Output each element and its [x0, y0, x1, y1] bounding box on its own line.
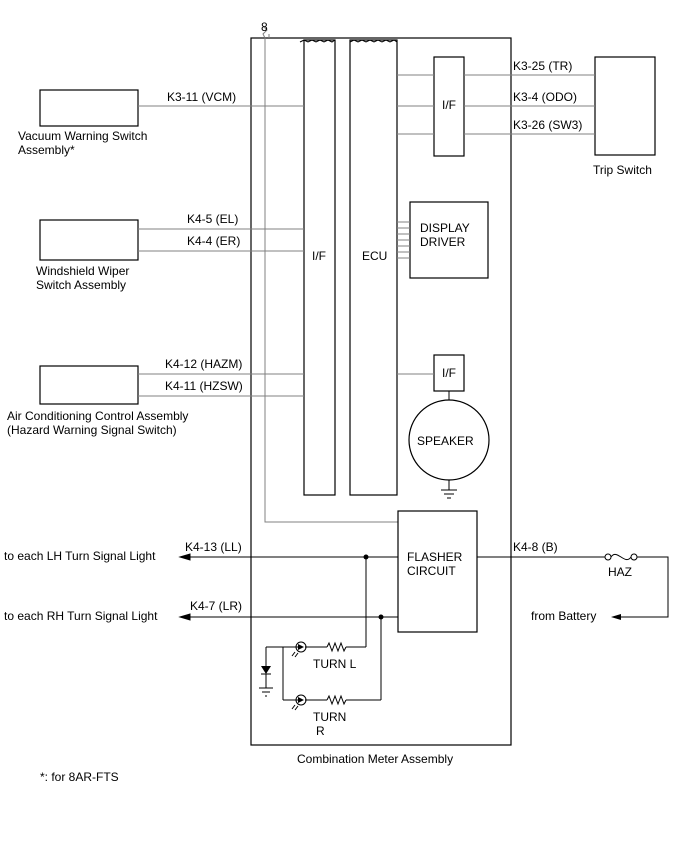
if-main-top-break: [299, 39, 336, 43]
trip-switch-box: [594, 56, 656, 156]
ll-arrow: [178, 553, 191, 561]
pin-8-label: 8: [261, 20, 268, 34]
odo-connector-label: K3-4 (ODO): [513, 90, 577, 104]
er-connector-label: K4-4 (ER): [187, 234, 240, 248]
speaker-label: SPEAKER: [417, 434, 474, 448]
ac-control-assembly-label-1: Air Conditioning Control Assembly: [7, 409, 188, 423]
vacuum-warning-switch-box: [39, 89, 139, 127]
if-speaker-label: I/F: [442, 366, 456, 380]
if-main-label: I/F: [312, 249, 326, 263]
display-driver-bus: [397, 221, 410, 259]
turn-r-resistor-icon: [326, 694, 347, 706]
b-connector-label: K4-8 (B): [513, 540, 558, 554]
windshield-wiper-switch-label-2: Switch Assembly: [36, 278, 126, 292]
ac-control-assembly-label-2: (Hazard Warning Signal Switch): [7, 423, 177, 437]
hzsw-connector-label: K4-11 (HZSW): [165, 379, 243, 393]
if-speaker-block: [433, 354, 465, 392]
turn-r-label-2: R: [316, 724, 325, 738]
combination-meter-enclosure: [250, 37, 512, 746]
turn-l-resistor-icon: [326, 641, 347, 653]
ac-control-assembly-box: [39, 365, 139, 405]
haz-fuse-label: HAZ: [608, 565, 632, 579]
display-driver-label-1: DISPLAY: [420, 221, 470, 235]
turn-l-label: TURN L: [313, 657, 357, 671]
lr-connector-label: K4-7 (LR): [190, 599, 242, 613]
tr-connector-label: K3-25 (TR): [513, 59, 572, 73]
turn-l-indicator-icon: [291, 641, 307, 658]
ecu-block: [349, 39, 398, 496]
vcm-connector-label: K3-11 (VCM): [167, 90, 236, 104]
indicator-ground-icon: [259, 687, 273, 697]
if-top-label: I/F: [442, 98, 456, 112]
diode-icon: [261, 666, 271, 675]
b-wire: [477, 556, 669, 618]
hazm-connector-label: K4-12 (HAZM): [165, 357, 242, 371]
combination-meter-label: Combination Meter Assembly: [297, 752, 453, 766]
if-main-block: [303, 39, 336, 496]
ecu-top-break: [349, 39, 398, 43]
vacuum-warning-switch-label-2: Assembly*: [18, 143, 75, 157]
display-driver-label-2: DRIVER: [420, 235, 466, 249]
footnote: *: for 8AR-FTS: [40, 770, 119, 784]
flasher-circuit-box: [397, 510, 478, 633]
ll-connector-label: K4-13 (LL): [185, 540, 242, 554]
lh-destination-label: to each LH Turn Signal Light: [4, 549, 156, 563]
if-top-block: [433, 56, 465, 157]
windshield-wiper-switch-label-1: Windshield Wiper: [36, 264, 129, 278]
windshield-wiper-switch-box: [39, 219, 139, 261]
battery-source-label: from Battery: [531, 609, 596, 623]
trip-switch-label: Trip Switch: [593, 163, 652, 177]
turn-r-indicator-icon: [291, 694, 307, 711]
lr-arrow: [178, 613, 191, 621]
ecu-label: ECU: [362, 249, 387, 263]
haz-fuse-icon: [604, 553, 638, 561]
pin-8-wire: [262, 25, 398, 523]
vacuum-warning-switch-label-1: Vacuum Warning Switch: [18, 129, 147, 143]
speaker-ground-icon: [441, 480, 457, 499]
battery-arrow: [611, 614, 621, 620]
indicator-common-wire: [265, 646, 284, 700]
flasher-circuit-label-2: CIRCUIT: [407, 564, 456, 578]
flasher-circuit-label-1: FLASHER: [407, 550, 463, 564]
el-connector-label: K4-5 (EL): [187, 212, 238, 226]
sw3-connector-label: K3-26 (SW3): [513, 118, 582, 132]
rh-destination-label: to each RH Turn Signal Light: [4, 609, 158, 623]
turn-r-label-1: TURN: [313, 710, 346, 724]
